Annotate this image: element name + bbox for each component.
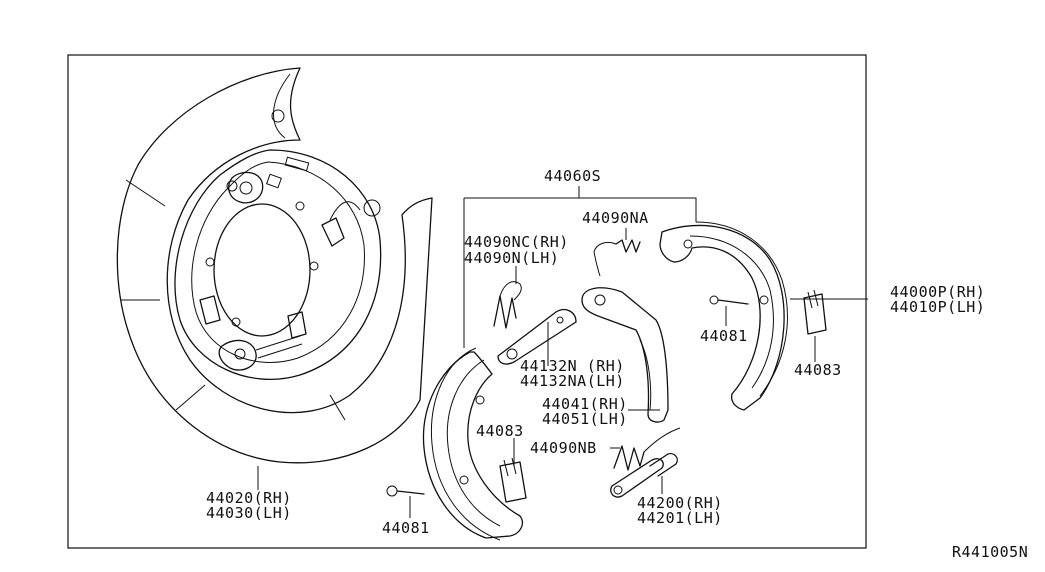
label-44090n-lh: 44090N(LH) (464, 249, 559, 267)
brake-shoe-upper-illustration (659, 221, 788, 411)
label-44000p-rh: 44000P(RH) (890, 283, 985, 301)
adjuster-strut-illustration (497, 308, 577, 365)
label-44060s: 44060S (544, 167, 601, 185)
hold-down-pin-upper-illustration (709, 295, 749, 305)
parking-lever-illustration (581, 287, 669, 423)
backing-plate-illustration (116, 67, 433, 464)
label-44051-lh: 44051(LH) (542, 410, 628, 428)
hold-down-clip-upper-illustration (803, 289, 827, 335)
diagram-id: R441005N (952, 543, 1028, 561)
label-44090nb: 44090NB (530, 439, 597, 457)
label-44010p-lh: 44010P(LH) (890, 298, 985, 316)
label-44041-rh: 44041(RH) (542, 395, 628, 413)
return-spring-nc-illustration (493, 281, 522, 329)
label-44201-lh: 44201(LH) (637, 509, 723, 527)
label-44132n-rh: 44132N (RH) (520, 357, 625, 375)
diagram-frame (67, 54, 867, 549)
hold-down-pin-lower-illustration (386, 485, 425, 497)
label-44083-upper: 44083 (794, 361, 842, 379)
return-spring-nb-illustration (613, 427, 681, 471)
label-44090na: 44090NA (582, 209, 649, 227)
part-labels: 44060S 44090NA 44090NC(RH) 44090N(LH) 44… (206, 167, 1028, 561)
label-44030-lh: 44030(LH) (206, 504, 292, 522)
label-44020-rh: 44020(RH) (206, 489, 292, 507)
return-spring-na-illustration (593, 239, 641, 277)
adjuster-assembly-illustration (610, 452, 678, 498)
label-44083-lower: 44083 (476, 422, 524, 440)
label-44081-upper: 44081 (700, 327, 748, 345)
label-44081-lower: 44081 (382, 519, 430, 537)
label-44200-rh: 44200(RH) (637, 494, 723, 512)
leader-lines (257, 186, 868, 518)
brake-shoe-lower-illustration (422, 347, 524, 541)
hold-down-clip-lower-illustration (499, 457, 527, 503)
label-44090nc-rh: 44090NC(RH) (464, 233, 569, 251)
label-44132na-lh: 44132NA(LH) (520, 372, 625, 390)
